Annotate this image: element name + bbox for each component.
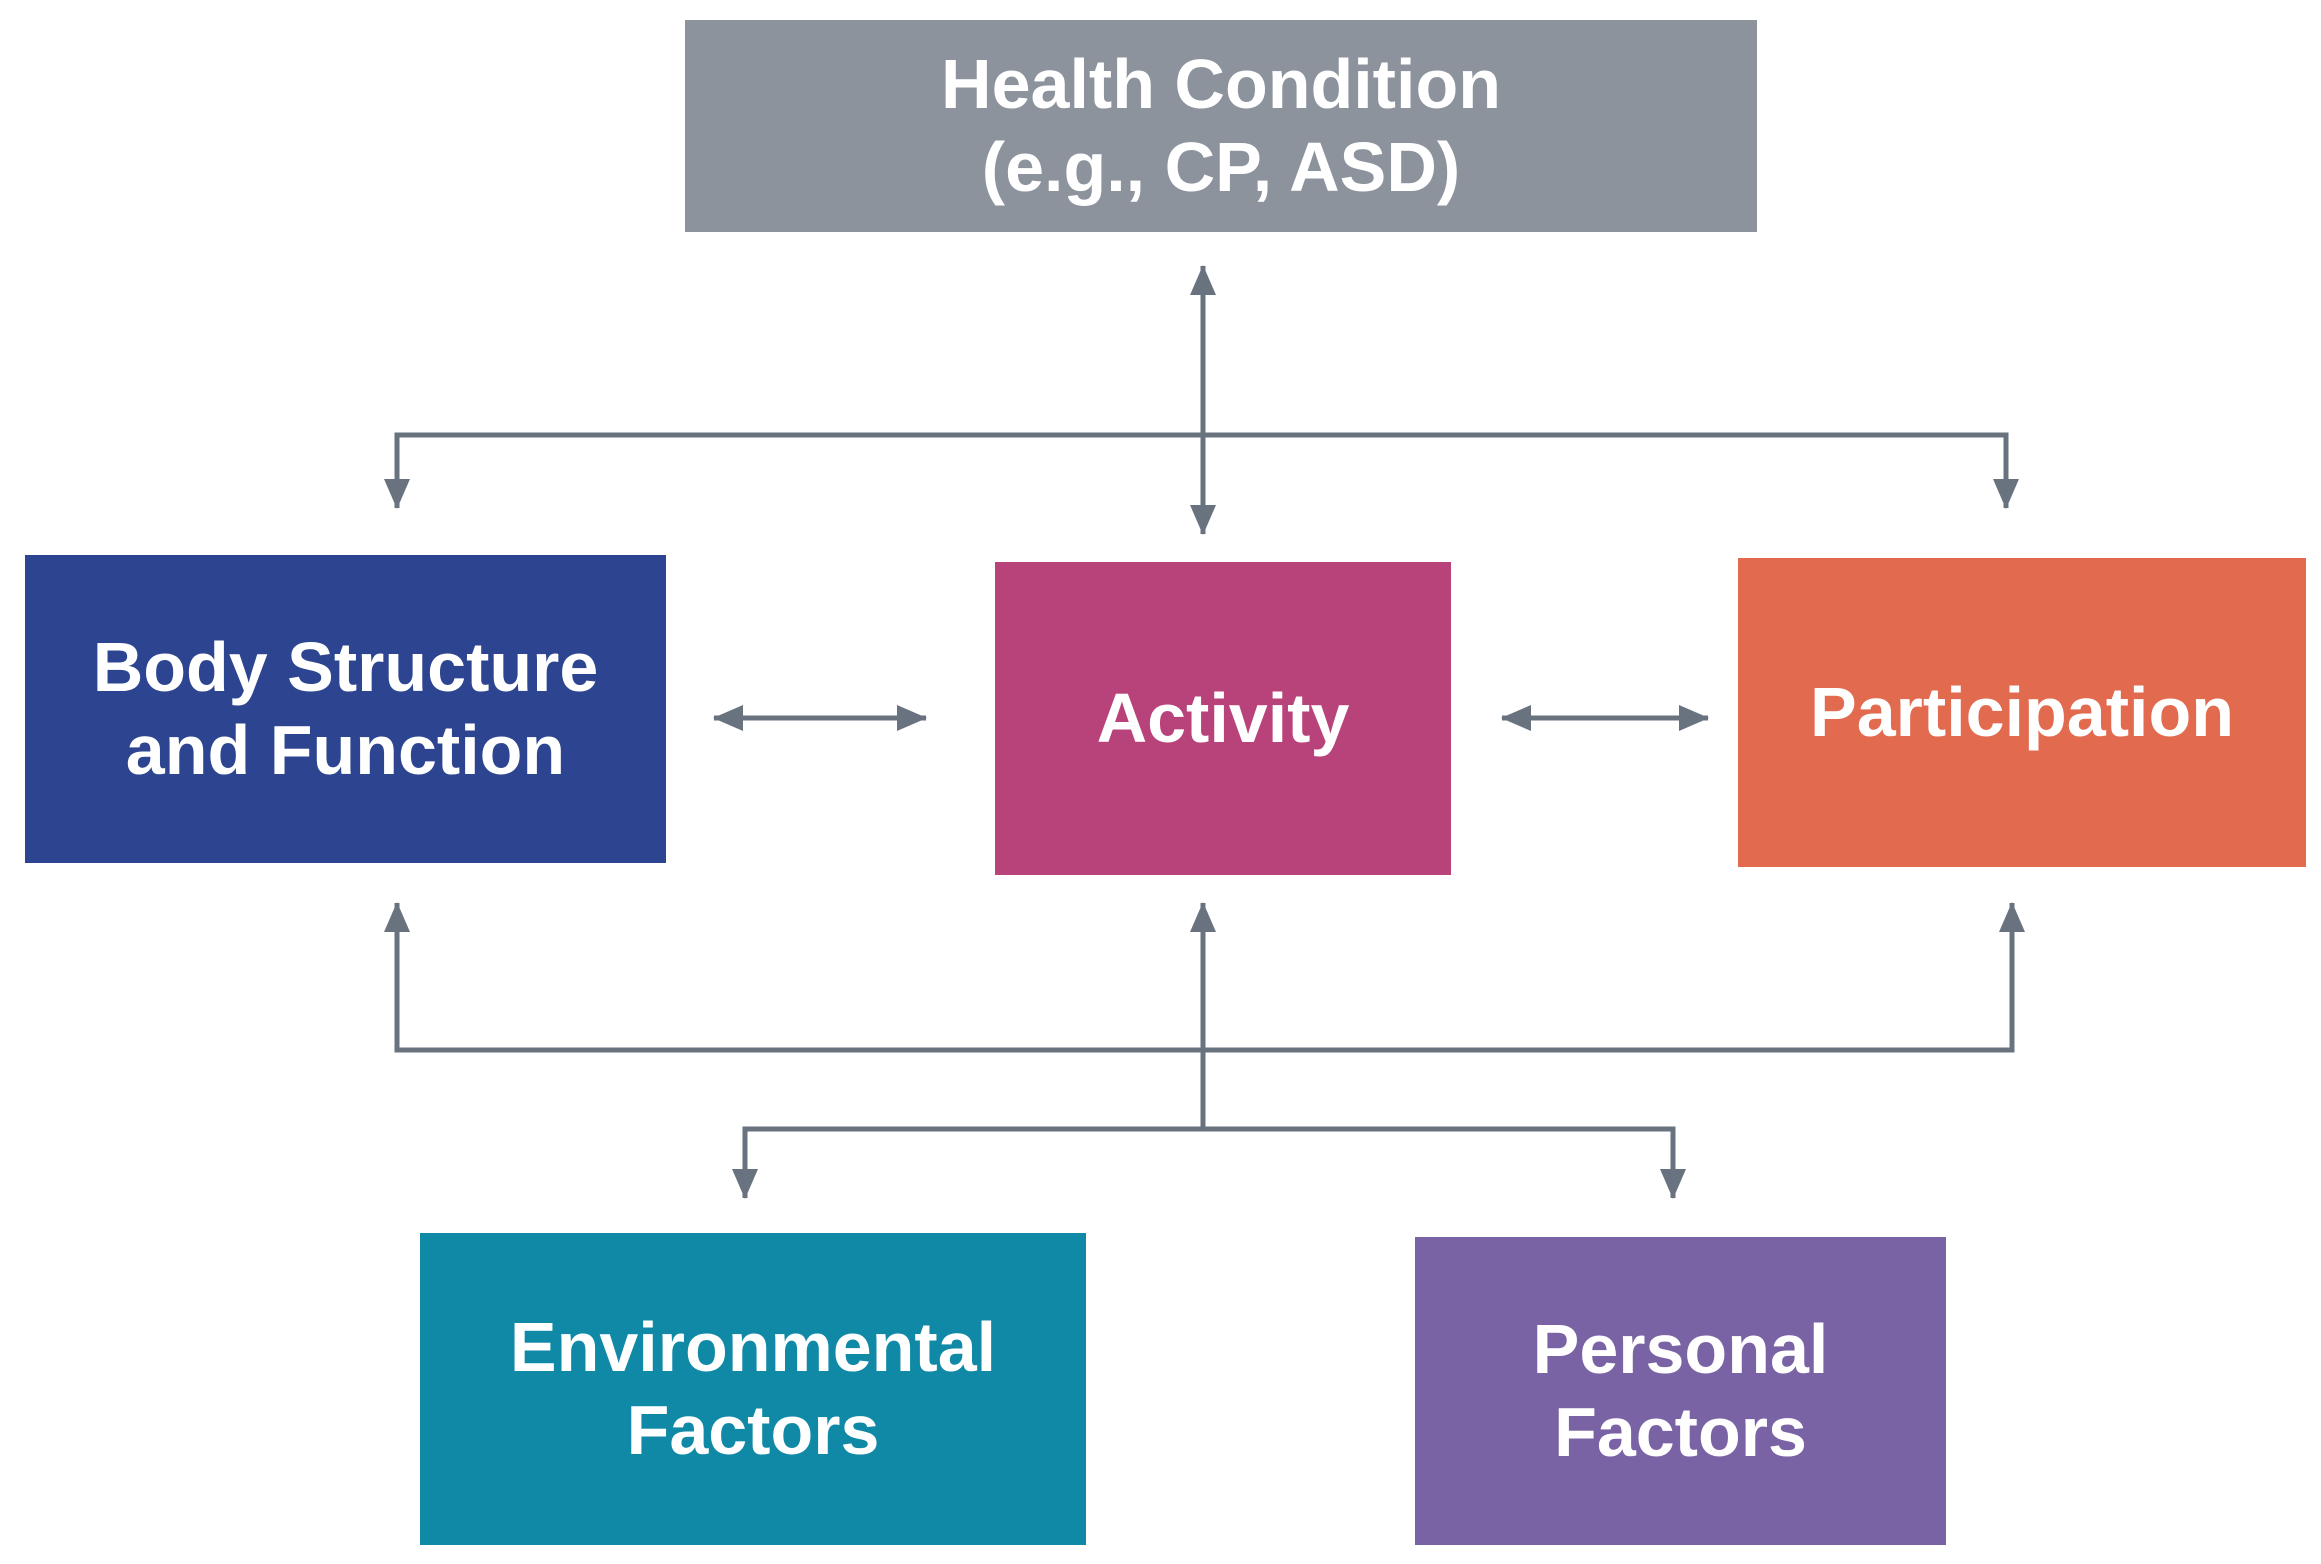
node-environmental-factors: Environmental Factors <box>420 1233 1086 1545</box>
node-label: Factors <box>626 1391 880 1469</box>
node-participation: Participation <box>1738 558 2306 867</box>
node-label: Environmental <box>509 1308 997 1387</box>
node-body-structure-function: Body Structure and Function <box>25 555 666 863</box>
node-label: (e.g., CP, ASD) <box>981 128 1461 206</box>
arrow-healthcondition-to-bodystructure-participation <box>384 432 2019 509</box>
node-label: and Function <box>125 711 566 789</box>
node-label: Factors <box>1554 1393 1807 1471</box>
node-label: Participation <box>1810 673 2234 752</box>
node-label: Health Condition <box>941 45 1501 124</box>
node-label: Activity <box>1096 679 1350 758</box>
arrow-trunk-to-environmental-personal <box>732 1126 1686 1199</box>
node-activity: Activity <box>995 562 1451 875</box>
node-personal-factors: Personal Factors <box>1415 1237 1946 1545</box>
node-health-condition: Health Condition (e.g., CP, ASD) <box>685 20 1757 232</box>
node-label: Personal <box>1532 1310 1829 1389</box>
node-label: Body Structure <box>92 628 599 707</box>
